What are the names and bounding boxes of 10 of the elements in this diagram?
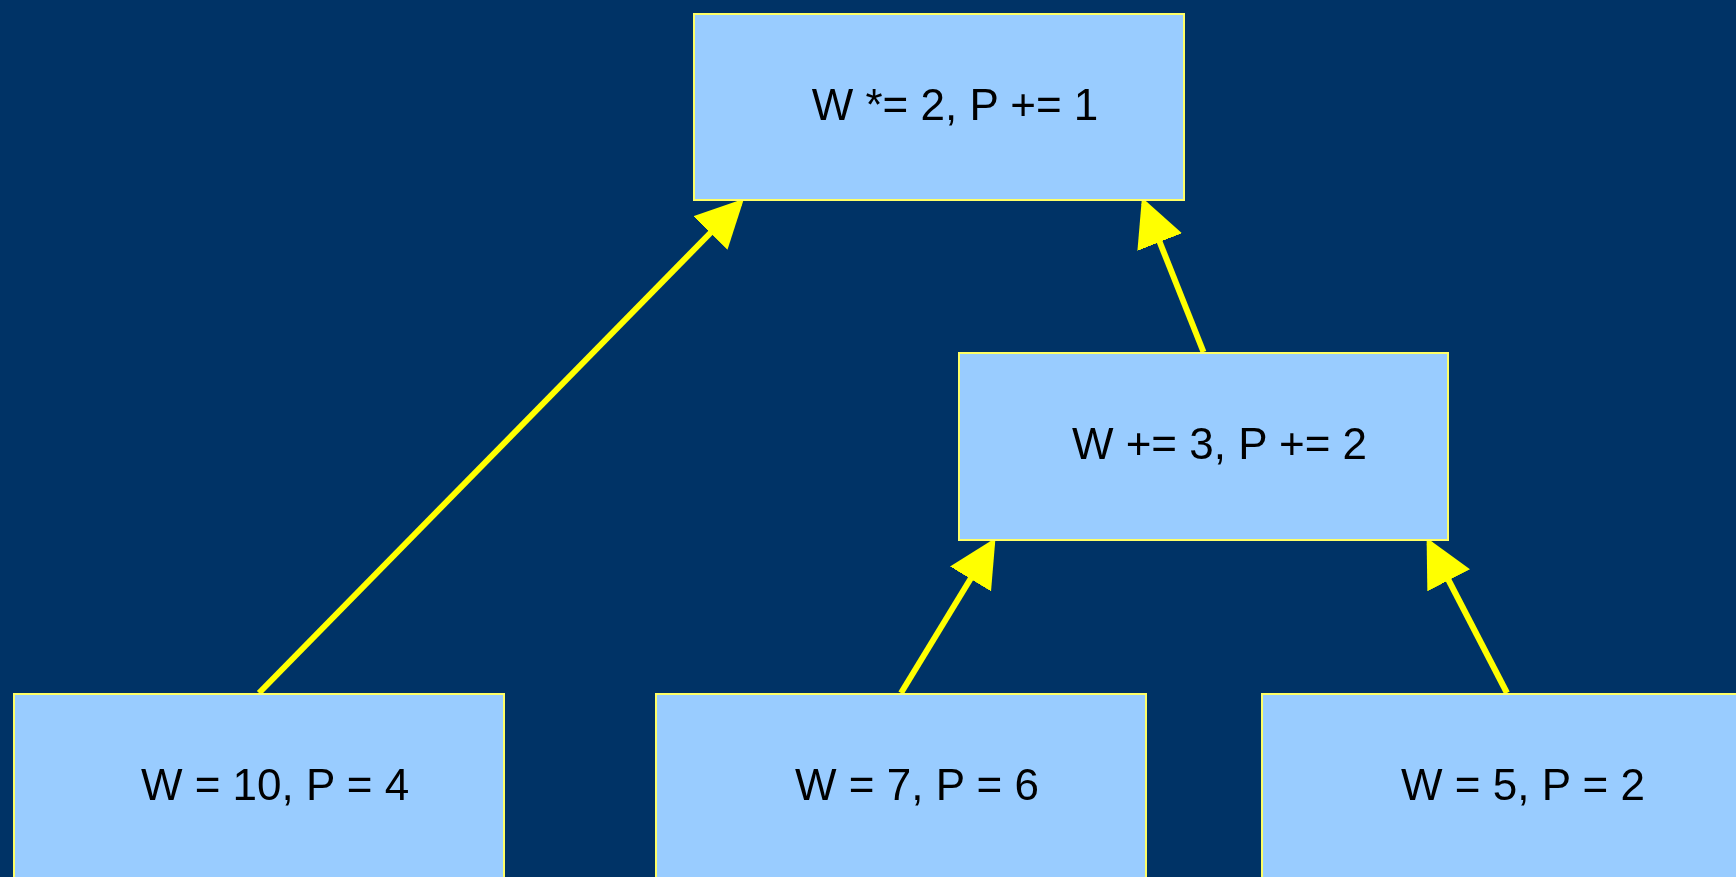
process-box [655, 693, 1147, 877]
box-text: W = 10, P = 4 [140, 763, 410, 807]
process-box [958, 352, 1449, 541]
process-box [13, 693, 505, 877]
box-text: W = 7, P = 6 [795, 763, 1039, 807]
process-box [1261, 693, 1736, 877]
box-text: W += 3, P += 2 [1071, 422, 1368, 466]
box-text: W = 5, P = 2 [1401, 763, 1645, 807]
box-text: W *= 2, P += 1 [811, 83, 1099, 127]
process-box [693, 13, 1185, 201]
